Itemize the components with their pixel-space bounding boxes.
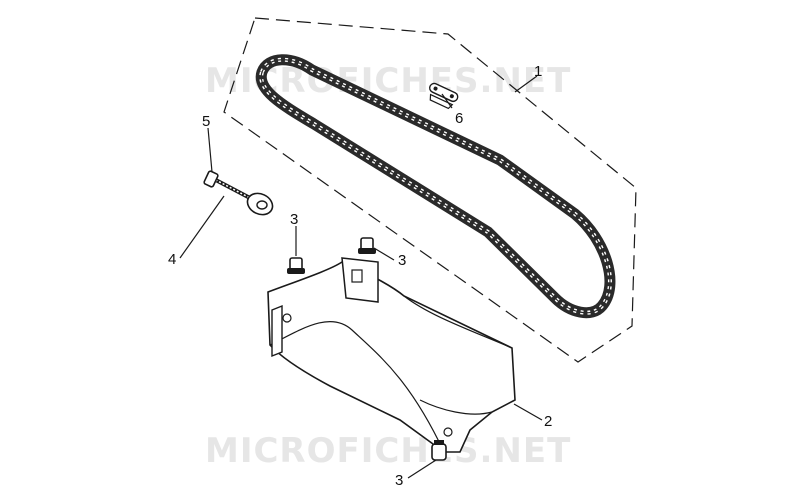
watermark-bottom: MICROFICHES.NET: [205, 431, 571, 471]
master-link-icon: [428, 82, 459, 110]
callout-6: 6: [455, 110, 463, 127]
leader-lines: [179, 75, 543, 479]
drive-chain-icon: [255, 54, 616, 319]
callout-3-upper-left: 3: [290, 211, 298, 228]
chain-assembly-boundary: [223, 17, 637, 363]
chain-tensioner-icon: [211, 176, 274, 216]
chain-guard-icon: [267, 257, 516, 453]
bolt-icon: [431, 440, 447, 461]
bolt-icon: [358, 237, 376, 254]
callout-3-upper-right: 3: [398, 252, 406, 269]
callout-3-bottom: 3: [395, 472, 403, 489]
callout-5: 5: [202, 113, 210, 130]
callout-1: 1: [534, 63, 542, 80]
nut-icon: [203, 170, 219, 188]
callout-4: 4: [168, 251, 176, 268]
callout-2: 2: [544, 413, 552, 430]
bolt-icon: [287, 257, 305, 274]
